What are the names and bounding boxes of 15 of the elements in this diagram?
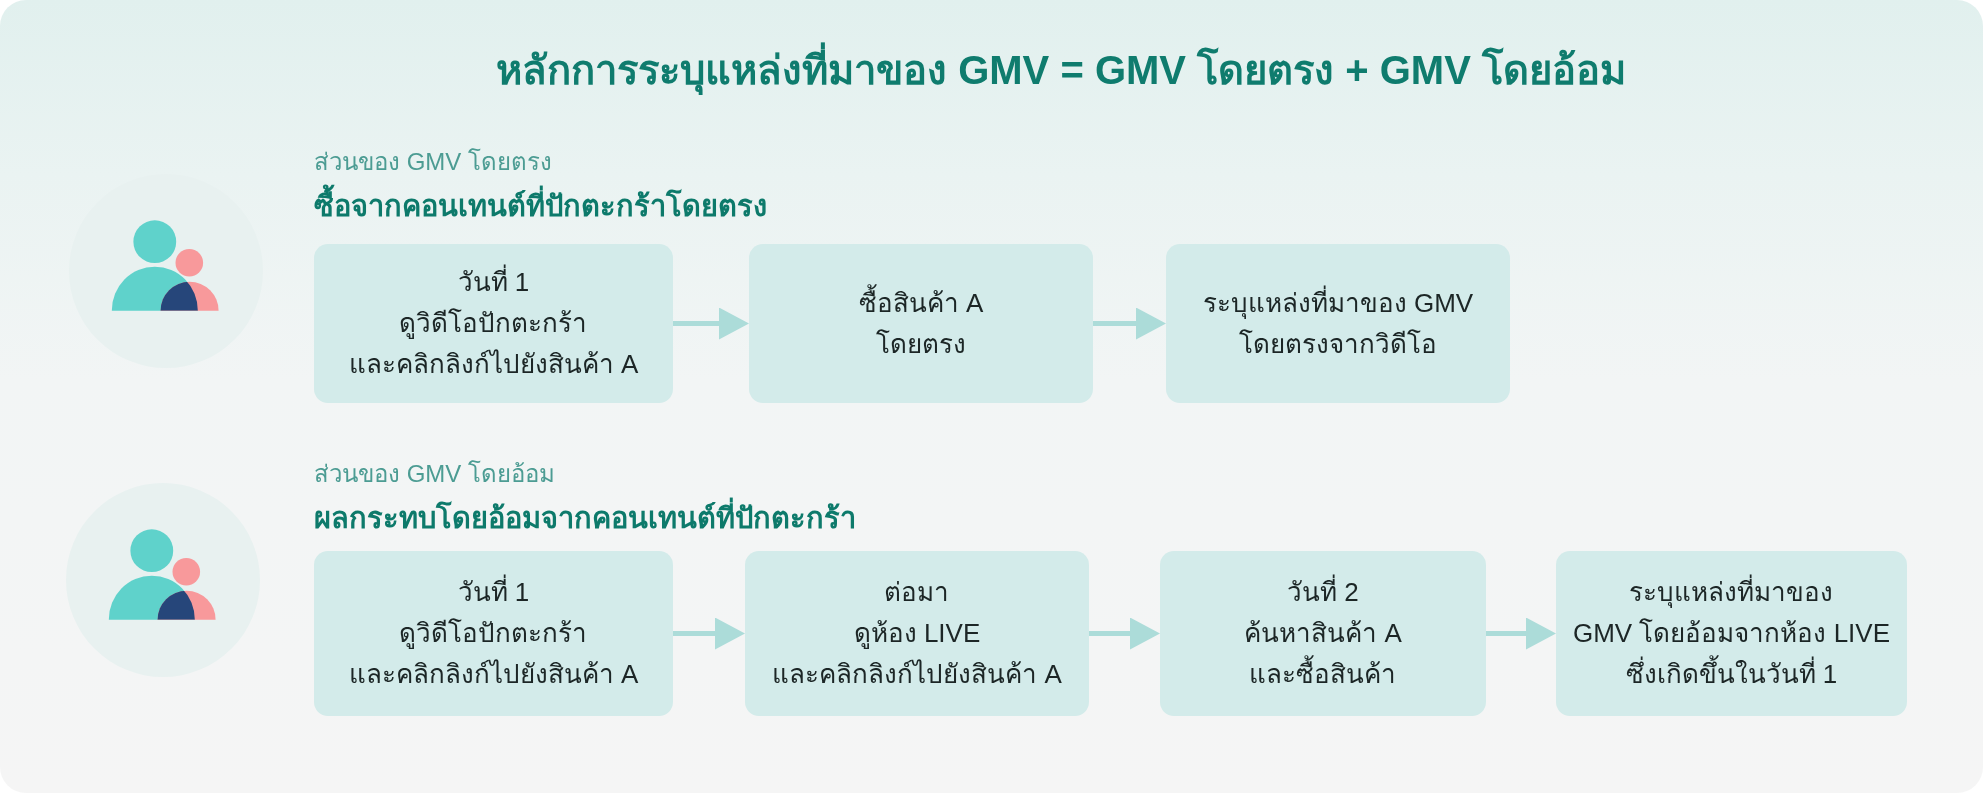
arrow — [673, 307, 749, 340]
step-box: ระบุแหล่งที่มาของ GMV โดยอ้อมจากห้อง LIVE ซึ่งเกิดขึ้นในวันที่ 1 — [1556, 551, 1907, 716]
step-box: ต่อมา ดูห้อง LIVE และคลิกลิงก์ไปยังสินค้า A — [745, 551, 1089, 716]
section-heading: ผลกระทบโดยอ้อมจากคอนเทนต์ที่ปักตะกร้า — [314, 499, 856, 537]
arrow — [1089, 617, 1160, 650]
step-box: วันที่ 1 ดูวิดีโอปักตะกร้า และคลิกลิงก์ไปยังสินค้า A — [314, 244, 673, 403]
section-subtitle: ส่วนของ GMV โดยอ้อม — [314, 459, 555, 489]
arrow — [673, 617, 745, 650]
step-box: ซื้อสินค้า A โดยตรง — [749, 244, 1093, 403]
step-box: ระบุแหล่งที่มาของ GMV โดยตรงจากวิดีโอ — [1166, 244, 1510, 403]
section-subtitle: ส่วนของ GMV โดยตรง — [314, 147, 552, 177]
step-box: วันที่ 2 ค้นหาสินค้า A และซื้อสินค้า — [1160, 551, 1486, 716]
arrow — [1093, 307, 1166, 340]
arrow — [1486, 617, 1556, 650]
step-box: วันที่ 1 ดูวิดีโอปักตะกร้า และคลิกลิงก์ไปยังสินค้า A — [314, 551, 673, 716]
